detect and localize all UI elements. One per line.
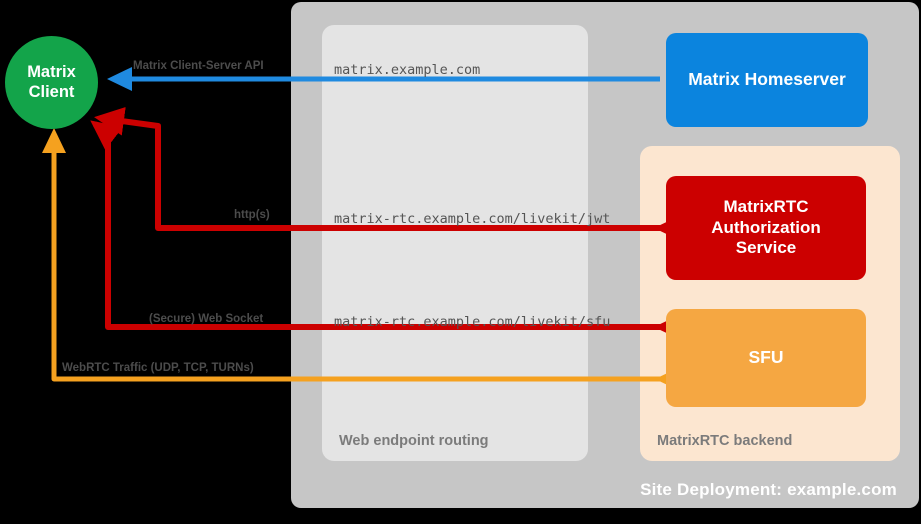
authorization-line-2: Authorization [711,217,821,237]
web-endpoint-routing-label: Web endpoint routing [339,433,489,449]
matrix-client-line-1: Matrix [27,63,76,82]
web-endpoint-routing-panel: Web endpoint routing [322,25,588,461]
connection-label-client-server-api: Matrix Client-Server API [133,60,264,72]
authorization-line-1: MatrixRTC [723,196,809,216]
node-matrixrtc-authorization-service: MatrixRTC Authorization Service [666,176,866,280]
node-matrix-client: Matrix Client [5,36,98,129]
connection-label-https: http(s) [234,209,270,221]
matrixrtc-backend-label: MatrixRTC backend [657,433,793,449]
matrix-homeserver-label: Matrix Homeserver [688,69,846,90]
endpoint-url-matrix: matrix.example.com [334,62,481,78]
endpoint-url-jwt: matrix-rtc.example.com/livekit/jwt [334,211,611,227]
authorization-line-3: Service [735,238,797,258]
sfu-label: SFU [748,347,784,368]
node-matrix-homeserver: Matrix Homeserver [666,33,868,127]
node-sfu: SFU [666,309,866,407]
connection-label-web-socket: (Secure) Web Socket [149,313,264,325]
connection-label-webrtc-traffic: WebRTC Traffic (UDP, TCP, TURNs) [62,362,254,374]
site-deployment-label: Site Deployment: example.com [640,480,897,499]
endpoint-url-sfu: matrix-rtc.example.com/livekit/sfu [334,314,611,330]
matrix-client-line-2: Client [28,82,75,101]
